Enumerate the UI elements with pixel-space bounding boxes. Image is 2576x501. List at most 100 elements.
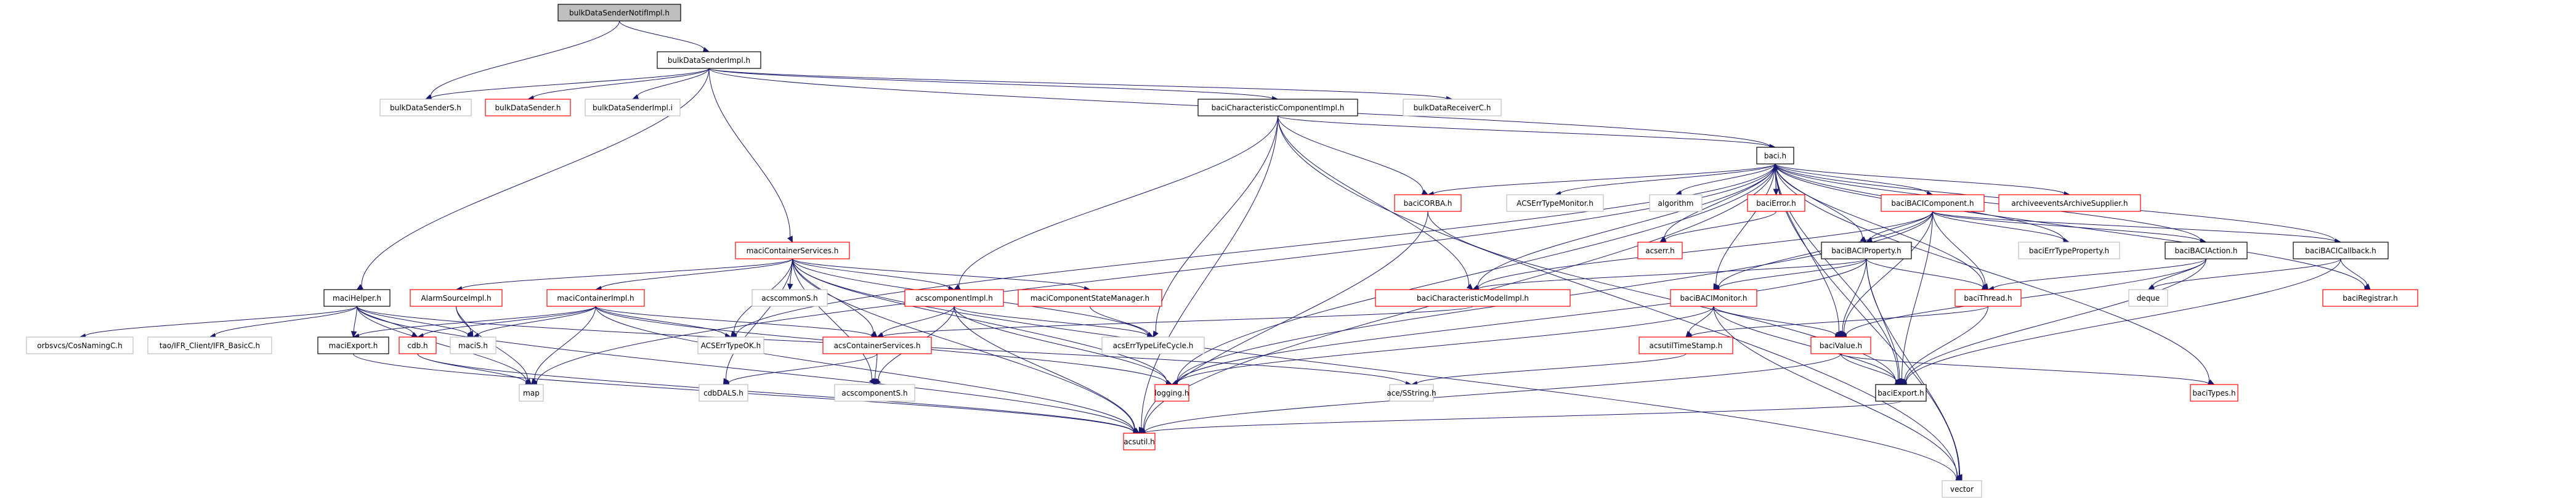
node-label: acsContainerServices.h (834, 341, 921, 350)
edge-line (1932, 211, 2201, 242)
node-label: logging.h (1155, 389, 1189, 397)
node-maciexport-h[interactable]: maciExport.h (317, 336, 389, 354)
node-box[interactable] (657, 51, 761, 69)
node-macicontainerservices-h[interactable]: maciContainerServices.h (735, 242, 850, 259)
node-box (1942, 480, 1982, 498)
node-bulkdatasender-h[interactable]: bulkDataSender.h (485, 99, 571, 116)
edge-line (881, 306, 955, 335)
node-bacicharacteristiccomponentimpl-h[interactable]: baciCharacteristicComponentImpl.h (1197, 99, 1358, 116)
edge-n22-n41 (530, 306, 596, 385)
node-baciexport-h[interactable]: baciExport.h (1875, 384, 1927, 402)
node-bacierror-h[interactable]: baciError.h (1747, 194, 1805, 212)
node-box[interactable] (1637, 242, 1683, 259)
edge-n5-n7 (1278, 115, 1776, 150)
edge-n25-n38 (1090, 306, 1154, 338)
node-box[interactable] (735, 242, 850, 259)
node-logging-h[interactable]: logging.h (1154, 384, 1189, 402)
node-bacibacicallback-h[interactable]: baciBACICallback.h (2293, 242, 2389, 259)
node-box[interactable] (2322, 289, 2418, 307)
node-box[interactable] (410, 289, 503, 307)
edge-line (875, 353, 878, 380)
node-label: cdb.h (407, 341, 427, 350)
node-box[interactable] (557, 4, 681, 22)
node-box[interactable] (1197, 99, 1358, 116)
node-bulkdatasenderimpl-h[interactable]: bulkDataSenderImpl.h (657, 51, 761, 69)
node-acserr-h[interactable]: acserr.h (1637, 242, 1683, 259)
node-bacivalue-h[interactable]: baciValue.h (1810, 336, 1871, 354)
edge-line (1871, 211, 1933, 240)
node-box[interactable] (1154, 384, 1189, 402)
edge-line (1902, 211, 1933, 380)
node-bacicharacteristicmodelimpl-h[interactable]: baciCharacteristicModelImpl.h (1375, 289, 1571, 307)
node-box[interactable] (2293, 242, 2389, 259)
node-tao-ifr-client-ifr-basicc-h: tao/IFR_Client/IFR_BasicC.h (147, 336, 272, 354)
edge-line (1775, 163, 2365, 289)
node-macihelper-h[interactable]: maciHelper.h (323, 289, 391, 307)
node-box[interactable] (1875, 384, 1927, 402)
node-bacibaciproperty-h[interactable]: baciBACIProperty.h (1821, 242, 1912, 259)
edge-line (954, 306, 1167, 383)
node-bacicorba-h[interactable]: baciCORBA.h (1394, 194, 1462, 212)
node-box[interactable] (317, 336, 389, 354)
arrowhead-icon (1421, 189, 1429, 195)
node-label: tao/IFR_Client/IFR_BasicC.h (160, 341, 260, 350)
edge-line (792, 258, 1085, 290)
node-box[interactable] (323, 289, 391, 307)
node-baciregistrar-h[interactable]: baciRegistrar.h (2322, 289, 2418, 307)
node-box[interactable] (546, 289, 645, 307)
node-archiveeventsarchivesupplier-h[interactable]: archiveeventsArchiveSupplier.h (1998, 194, 2141, 212)
node-macicomponentstatemanager-h[interactable]: maciComponentStateManager.h (1018, 289, 1162, 307)
node-label: bulkDataSenderNotifImpl.h (569, 9, 670, 17)
edge-line (882, 306, 1473, 337)
node-bacithread-h[interactable]: baciThread.h (1954, 289, 2022, 307)
node-box[interactable] (822, 336, 932, 354)
edge-line (1844, 211, 1933, 333)
node-box[interactable] (1394, 194, 1462, 212)
edge-line (1689, 306, 1714, 333)
node-label: acscomponentImpl.h (915, 294, 993, 303)
node-acsutiltimestamp-h[interactable]: acsutilTimeStamp.h (1638, 336, 1733, 354)
node-acscomponentimpl-h[interactable]: acscomponentImpl.h (904, 289, 1004, 307)
edge-line (461, 258, 793, 290)
node-bacierrtypeproperty-h: baciErrTypeProperty.h (2018, 242, 2120, 259)
node-bulkdatasendernotifimpl-h[interactable]: bulkDataSenderNotifImpl.h (557, 4, 681, 22)
node-box[interactable] (2190, 384, 2238, 402)
node-box[interactable] (1998, 194, 2141, 212)
node-alarmsourceimpl-h[interactable]: AlarmSourceImpl.h (410, 289, 503, 307)
edge-n7-n18 (1775, 163, 2207, 244)
edge-line (423, 306, 596, 336)
node-box[interactable] (1821, 242, 1912, 259)
node-box[interactable] (1756, 147, 1794, 165)
node-acsutil-h[interactable]: acsutil.h (1123, 433, 1156, 450)
node-box[interactable] (1881, 194, 1985, 212)
node-box[interactable] (1638, 336, 1733, 354)
edge-line (357, 306, 468, 336)
arrowhead-icon (1466, 283, 1473, 290)
node-box[interactable] (1018, 289, 1162, 307)
node-box[interactable] (1670, 289, 1757, 307)
node-acscontainerservices-h[interactable]: acsContainerServices.h (822, 336, 932, 354)
node-box[interactable] (2165, 242, 2248, 259)
node-box[interactable] (1954, 289, 2022, 307)
node-baci-h[interactable]: baci.h (1756, 147, 1794, 165)
edge-line (735, 163, 1776, 336)
edge-line (1177, 306, 1714, 384)
node-box[interactable] (1375, 289, 1571, 307)
node-bacitypes-h[interactable]: baciTypes.h (2190, 384, 2238, 402)
node-bacibacimonitor-h[interactable]: baciBACIMonitor.h (1670, 289, 1757, 307)
node-box[interactable] (1747, 194, 1805, 212)
node-box[interactable] (1810, 336, 1871, 354)
node-cdb-h[interactable]: cdb.h (399, 336, 437, 354)
node-box (450, 336, 496, 354)
node-bacibacicomponent-h[interactable]: baciBACIComponent.h (1881, 194, 1985, 212)
node-box[interactable] (904, 289, 1004, 307)
node-box (2128, 289, 2168, 307)
node-box[interactable] (1123, 433, 1156, 450)
node-label: bulkDataSender.h (495, 104, 561, 112)
node-box[interactable] (399, 336, 437, 354)
node-box[interactable] (485, 99, 571, 116)
node-macicontainerimpl-h[interactable]: maciContainerImpl.h (546, 289, 645, 307)
node-bacibaciaction-h[interactable]: baciBACIAction.h (2165, 242, 2248, 259)
arrowhead-icon (1900, 378, 1908, 385)
